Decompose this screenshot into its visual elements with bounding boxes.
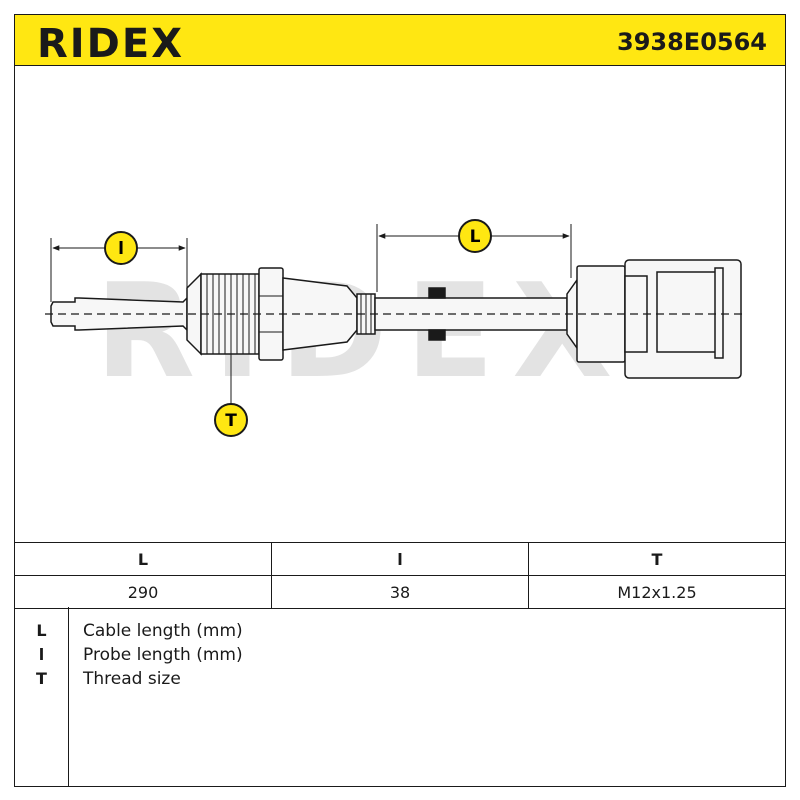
dim-value-thread: M12x1.25	[528, 575, 786, 609]
dim-value-cable: 290	[14, 575, 272, 609]
marker-cable-label: L	[470, 227, 481, 247]
marker-probe-circle	[104, 231, 138, 265]
dimensions-table: L l T 290 38 M12x1.25	[14, 542, 786, 609]
marker-probe-label: l	[118, 239, 124, 259]
header-bar: RIDEX 3938E0564	[14, 14, 786, 67]
technical-drawing: RIDEX	[14, 66, 786, 543]
legend-key-cable: L	[36, 621, 47, 640]
legend-desc-probe: Probe length (mm)	[83, 645, 243, 665]
legend-key-probe: l	[38, 645, 45, 664]
marker-thread-circle	[214, 403, 248, 437]
legend-key-thread: T	[36, 669, 47, 688]
legend-desc-cable: Cable length (mm)	[83, 621, 243, 641]
marker-thread-label: T	[225, 411, 237, 431]
connector-tab	[714, 267, 724, 359]
sensor-drawing: RIDEX	[45, 219, 747, 437]
dim-value-probe: 38	[271, 575, 529, 609]
dim-header-thread: T	[528, 542, 786, 576]
cable-clip-top	[428, 287, 446, 299]
legend-desc-thread: Thread size	[83, 669, 181, 689]
connector-latch	[656, 271, 720, 353]
legend-keys: L l T	[15, 607, 69, 786]
legend-descriptions: Cable length (mm) Probe length (mm) Thre…	[83, 619, 243, 691]
dimensions-header-row: L l T	[14, 542, 786, 576]
brand-logo: RIDEX	[37, 21, 185, 67]
dim-header-cable: L	[14, 542, 272, 576]
marker-cable-circle	[458, 219, 492, 253]
part-number: 3938E0564	[617, 28, 767, 56]
dimensions-value-row: 290 38 M12x1.25	[14, 575, 786, 609]
cable-clip-bottom	[428, 329, 446, 341]
legend-panel: L l T Cable length (mm) Probe length (mm…	[14, 607, 786, 787]
dim-header-probe: l	[271, 542, 529, 576]
